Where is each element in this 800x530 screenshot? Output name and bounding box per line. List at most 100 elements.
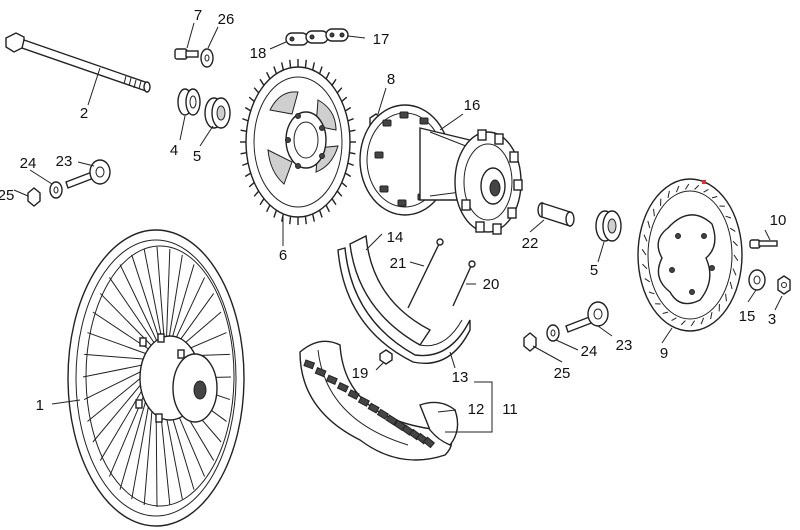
tread-block <box>314 367 327 378</box>
sprocket-tooth <box>318 209 323 218</box>
sprocket-tooth <box>349 129 356 133</box>
callout-23-right: 23 <box>616 337 633 354</box>
tread-block <box>385 414 398 426</box>
disc-slot <box>725 293 727 302</box>
sprocket-tooth <box>259 78 265 86</box>
axle-shaft <box>5 32 151 93</box>
sprocket-tooth <box>289 59 292 68</box>
tire-tube-section <box>299 340 459 461</box>
sprocket-tooth <box>325 71 330 80</box>
rim-band-13 <box>337 247 471 364</box>
disc-slot <box>653 208 655 217</box>
rear-hub <box>359 104 523 235</box>
sprocket <box>240 59 356 225</box>
callout-4: 4 <box>170 142 178 159</box>
callout-23-left: 23 <box>56 153 73 170</box>
sprocket-tooth <box>331 198 337 206</box>
sprocket-tooth <box>273 209 278 218</box>
sprocket-tooth <box>253 190 260 197</box>
callout-5-left: 5 <box>193 148 201 165</box>
disc-slot <box>694 184 700 190</box>
disc-slot <box>710 312 713 320</box>
spacer-15 <box>748 269 766 291</box>
tread-block <box>376 408 390 420</box>
brake-disc <box>637 178 743 332</box>
sprocket-tooth <box>341 182 348 188</box>
callout-16: 16 <box>464 97 481 114</box>
tread-block <box>303 359 316 370</box>
disc-slot <box>729 227 736 232</box>
callout-20: 20 <box>483 276 500 293</box>
sprocket-tooth <box>244 106 252 112</box>
screw-7 <box>174 48 199 60</box>
valve-19 <box>379 349 393 365</box>
callout-2: 2 <box>80 105 88 122</box>
callout-21: 21 <box>390 255 407 272</box>
callout-18: 18 <box>250 45 267 62</box>
sprocket-tooth <box>248 96 255 102</box>
disc-slot <box>667 190 670 198</box>
tread-block <box>367 402 380 414</box>
callout-13: 13 <box>452 369 469 386</box>
sprocket-tooth <box>273 66 278 75</box>
callout-7: 7 <box>194 7 202 24</box>
disc-slot <box>732 240 738 247</box>
sprocket-tooth <box>266 71 271 80</box>
sprocket-tooth <box>240 151 247 155</box>
disc-slot <box>662 311 669 314</box>
disc-slot <box>711 196 718 199</box>
spacer-4 <box>177 88 201 116</box>
sprocket-tooth <box>347 117 354 122</box>
chain-adjuster-right <box>523 301 609 352</box>
callout-12: 12 <box>468 401 485 418</box>
callout-3: 3 <box>768 311 776 328</box>
callout-22: 22 <box>522 235 539 252</box>
sprocket-tooth <box>344 172 352 178</box>
tread-block <box>347 389 360 400</box>
rear-wheel <box>67 229 245 527</box>
callout-6: 6 <box>279 247 287 264</box>
leader-lines <box>13 22 783 433</box>
callout-26: 26 <box>218 11 235 28</box>
sprocket-tooth <box>311 62 316 71</box>
sprocket-tooth <box>248 182 255 188</box>
disc-slot <box>684 183 690 190</box>
sprocket-tooth <box>259 198 265 206</box>
disc-slot <box>700 317 705 325</box>
disc-slot <box>644 278 651 283</box>
spacer-sleeve-22 <box>537 202 575 227</box>
sprocket-tooth <box>242 162 249 167</box>
disc-slot <box>729 281 733 290</box>
chain-link <box>285 28 349 46</box>
sprocket-tooth <box>304 216 307 225</box>
sprocket-tooth <box>347 162 354 167</box>
sprocket-tooth <box>331 78 337 86</box>
callout-25-right: 25 <box>554 365 571 382</box>
sprocket-tooth <box>304 59 307 68</box>
bearing-5-right <box>595 210 622 242</box>
disc-slot <box>690 320 696 327</box>
callout-labels: 1 2 3 4 5 5 6 7 8 9 10 11 12 13 14 15 16… <box>0 7 786 418</box>
sprocket-tooth <box>349 151 356 155</box>
callout-24-right: 24 <box>581 343 598 360</box>
tread-block <box>325 374 338 385</box>
tread-block <box>422 436 436 449</box>
callout-15: 15 <box>739 308 756 325</box>
disc-slot <box>703 189 709 193</box>
spoke-21 <box>407 238 444 309</box>
callout-5-right: 5 <box>590 262 598 279</box>
nut-3 <box>777 275 791 295</box>
disc-slot <box>733 254 739 261</box>
chain-adjuster-left <box>27 159 111 207</box>
callout-8: 8 <box>387 71 395 88</box>
sprocket-tooth <box>244 172 252 178</box>
disc-slot <box>732 268 737 276</box>
sprocket-tooth <box>289 216 292 225</box>
callout-25-left: 25 <box>0 187 14 204</box>
sprocket-tooth <box>253 87 260 94</box>
disc-slot <box>725 215 732 219</box>
callout-17: 17 <box>373 31 390 48</box>
disc-slot <box>641 249 647 256</box>
tread-block <box>336 382 349 393</box>
